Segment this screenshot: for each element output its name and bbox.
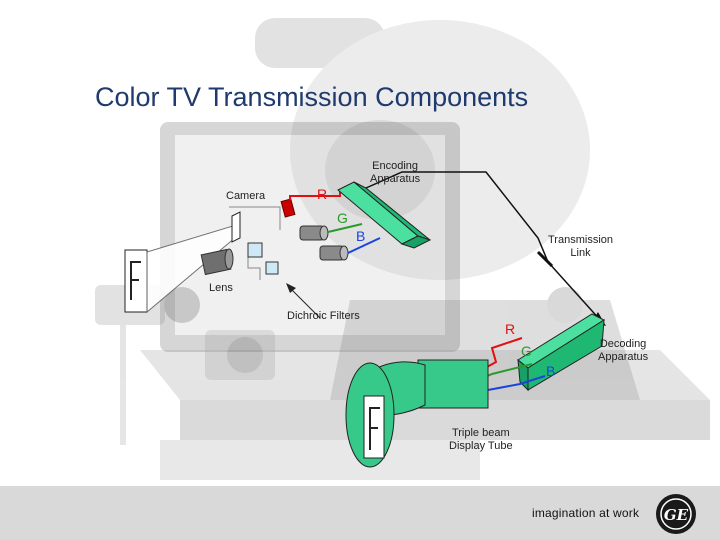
transmission-label-line1: Transmission [548, 234, 613, 246]
dichroic-filter-1 [247, 242, 263, 258]
decoding-label-line2: Apparatus [598, 351, 649, 363]
red-camera-tube [280, 198, 296, 218]
encoding-apparatus-label: Encoding Apparatus [370, 160, 420, 186]
dichroic-filters-label: Dichroic Filters [287, 310, 360, 322]
top-red-channel-label: R [317, 186, 328, 202]
camera-outline [229, 206, 281, 230]
footer-bar [0, 486, 720, 540]
display-tube [345, 359, 489, 468]
dichroic-pointer [289, 287, 321, 319]
encoding-label-line2: Apparatus [370, 173, 421, 185]
bottom-green-channel-label: G [521, 343, 532, 359]
green-camera-tube [299, 225, 329, 241]
ge-logo-text: GE [664, 506, 689, 524]
slide-title: Color TV Transmission Components [95, 82, 529, 112]
bottom-red-channel-label: R [505, 321, 516, 337]
blue-signal-line [347, 237, 381, 254]
ge-logo: GE [656, 494, 696, 534]
encoding-label-line1: Encoding [372, 160, 419, 172]
display-label-line2: Display Tube [449, 440, 513, 452]
encoding-apparatus [337, 181, 432, 249]
lens-shape [200, 248, 234, 276]
green-signal-line [327, 223, 363, 233]
decoding-label-line1: Decoding [599, 338, 647, 350]
blue-camera-tube [319, 245, 349, 261]
top-blue-channel-label: B [356, 228, 366, 244]
dichroic-pointer-arrow [286, 283, 296, 293]
display-label-line1: Triple beam [451, 427, 510, 439]
footer-slogan: imagination at work [532, 506, 640, 520]
transmission-link-label: Transmission Link [548, 234, 613, 260]
lens-label: Lens [209, 282, 233, 294]
dichroic-filter-2 [265, 261, 279, 275]
transmission-link-mark [536, 250, 554, 268]
image-plane [231, 211, 241, 243]
bottom-blue-channel-label: B [546, 363, 556, 379]
camera-outline-left [247, 250, 261, 280]
blue-output-line [487, 375, 546, 391]
subject-image [124, 249, 148, 313]
display-tube-label: Triple beam Display Tube [449, 427, 513, 453]
transmission-label-line2: Link [570, 247, 591, 259]
decoding-apparatus-label: Decoding Apparatus [598, 338, 648, 364]
camera-label: Camera [226, 190, 266, 202]
top-green-channel-label: G [337, 210, 348, 226]
